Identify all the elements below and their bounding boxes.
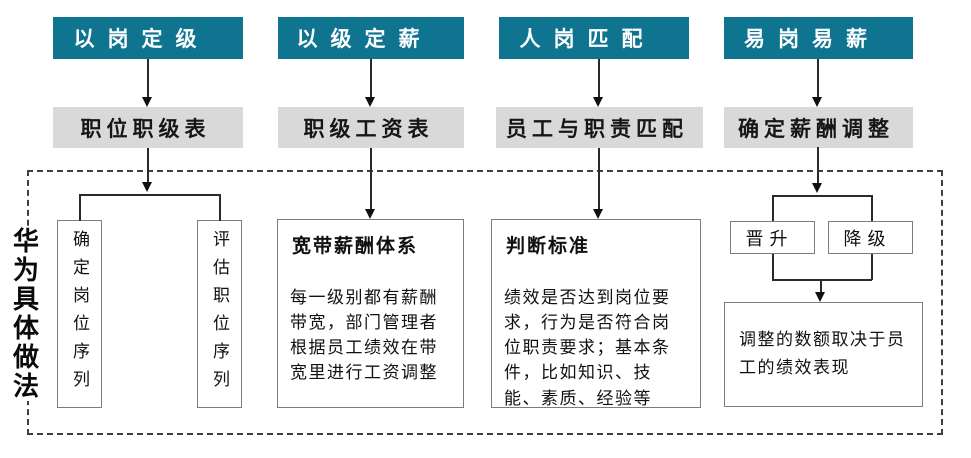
side-label-text: 华为具体做法 (8, 227, 39, 401)
col4-fork-right-stub (871, 195, 873, 222)
col1-branch-box-1: 确定岗位序列 (57, 220, 102, 408)
col4-top-arrowhead-icon (812, 97, 822, 107)
col1-branch-box-2: 评估职位序列 (197, 220, 242, 408)
col3-info-title: 判断标准 (506, 235, 591, 257)
col1-header: 以岗定级 (53, 17, 243, 59)
col2-mid-arrow-line (370, 148, 372, 210)
col2-info-box: 宽带薪酬体系 每一级别都有薪酬带宽，部门管理者根据员工绩效在带宽里进行工资调整 (277, 219, 464, 408)
col1-branch-2-text: 评估职位序列 (209, 230, 229, 398)
col4-merge-right-stub (871, 254, 873, 280)
side-label: 华为具体做法 (4, 227, 44, 401)
col1-top-arrowhead-icon (142, 97, 152, 107)
col4-merge-left-stub (772, 254, 774, 280)
col4-mid-arrow-line (817, 147, 819, 183)
col4-result-box: 调整的数额取决于员工的绩效表现 (724, 302, 923, 407)
col4-fork-top-line (772, 195, 872, 197)
col3-sub: 员工与职责匹配 (496, 107, 703, 148)
col3-top-arrowhead-icon (593, 97, 603, 107)
col1-top-arrow-line (147, 59, 149, 98)
col1-mid-arrowhead-icon (142, 182, 152, 192)
col1-bracket-left-stub (79, 194, 81, 221)
col3-info-body: 绩效是否达到岗位要求，行为是否符合岗位职责要求；基本条件，比如知识、技能、素质、… (504, 288, 671, 409)
col2-info-title: 宽带薪酬体系 (292, 235, 419, 257)
col1-mid-arrow-line (147, 148, 149, 183)
col3-mid-arrowhead-icon (593, 209, 603, 219)
col4-sub: 确定薪酬调整 (724, 107, 913, 148)
demotion-box: 降级 (828, 221, 913, 254)
col2-top-arrow-line (370, 59, 372, 98)
col1-branch-1-text: 确定岗位序列 (69, 230, 89, 398)
col4-header: 易岗易薪 (724, 17, 913, 59)
col3-mid-arrow-line (598, 148, 600, 210)
col4-top-arrow-line (817, 59, 819, 98)
col2-header: 以级定薪 (278, 17, 464, 59)
col4-bottom-arrow-line (820, 279, 822, 293)
col2-sub: 职级工资表 (278, 107, 464, 148)
col1-sub: 职位职级表 (53, 107, 243, 148)
promotion-box: 晋升 (730, 221, 815, 254)
col4-fork-left-stub (772, 195, 774, 222)
col2-info-body: 每一级别都有薪酬带宽，部门管理者根据员工绩效在带宽里进行工资调整 (290, 288, 438, 384)
col4-mid-arrowhead-icon (812, 183, 822, 193)
col3-top-arrow-line (598, 59, 600, 98)
col4-bottom-arrowhead-icon (815, 292, 825, 302)
col3-header: 人岗匹配 (499, 17, 689, 59)
col1-bracket-line (79, 194, 220, 196)
col4-merge-line (772, 279, 872, 281)
col4-result-text: 调整的数额取决于员工的绩效表现 (739, 330, 906, 378)
col3-info-box: 判断标准 绩效是否达到岗位要求，行为是否符合岗位职责要求；基本条件，比如知识、技… (491, 219, 701, 409)
col2-top-arrowhead-icon (365, 97, 375, 107)
col1-bracket-right-stub (219, 194, 221, 221)
col2-mid-arrowhead-icon (365, 209, 375, 219)
